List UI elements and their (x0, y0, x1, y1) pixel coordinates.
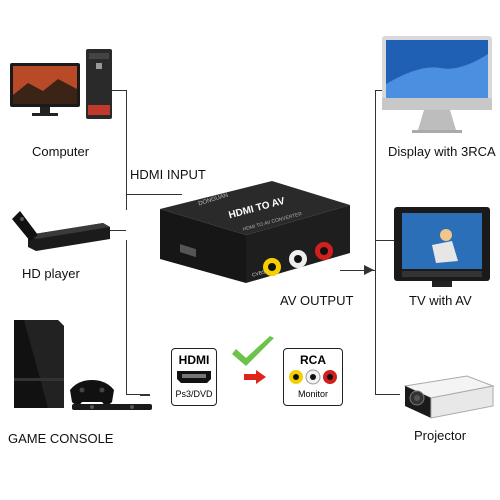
connector-line (140, 395, 150, 396)
rca-jacks-icon (289, 369, 337, 385)
rca-legend-title: RCA (300, 353, 326, 367)
display-illustration (380, 34, 495, 139)
tv-illustration (392, 205, 492, 290)
projector-illustration (397, 368, 497, 423)
hdmi-legend-title: HDMI (178, 353, 210, 367)
tv-label: TV with AV (409, 293, 472, 308)
av-output-label: AV OUTPUT (280, 293, 354, 308)
connector-line (126, 90, 127, 210)
hd-player-label: HD player (22, 266, 80, 281)
connector-line (110, 90, 126, 91)
computer-illustration (8, 45, 118, 125)
display-icon (382, 36, 492, 133)
converter-box-icon (160, 181, 350, 283)
checkmark-icon (232, 336, 274, 366)
converter-device: DONGUAN HDMI TO AV HDMI TO AV CONVERTER … (150, 175, 360, 285)
hdmi-legend-sub: Ps3/DVD (175, 389, 213, 399)
hd-player-illustration (8, 205, 113, 260)
tv-icon (394, 207, 490, 287)
connector-line (375, 394, 400, 395)
projector-icon (403, 375, 495, 419)
hd-player-icon (12, 211, 110, 251)
output-line (340, 270, 375, 271)
computer-icon (10, 49, 112, 119)
connector-line (126, 240, 127, 395)
connector-line (375, 240, 395, 241)
game-console-illustration (8, 318, 158, 413)
connector-line (375, 90, 383, 91)
game-console-icon (14, 320, 152, 410)
connector-line (375, 90, 376, 395)
connector-line (126, 194, 182, 195)
output-arrow-icon (364, 265, 374, 275)
hdmi-input-label: HDMI INPUT (130, 167, 206, 182)
hdmi-legend-box: HDMI Ps3/DVD (171, 348, 217, 406)
rca-legend-sub: Monitor (297, 389, 328, 399)
game-console-label: GAME CONSOLE (8, 431, 114, 446)
hdmi-port-icon (177, 371, 211, 383)
rca-legend-box: RCA Monitor (283, 348, 343, 406)
computer-label: Computer (32, 144, 90, 159)
connector-line (110, 230, 126, 231)
red-arrow-icon (244, 370, 266, 384)
display-label: Display with 3RCA (388, 144, 496, 159)
connector-line (126, 394, 150, 395)
projector-label: Projector (414, 428, 467, 443)
